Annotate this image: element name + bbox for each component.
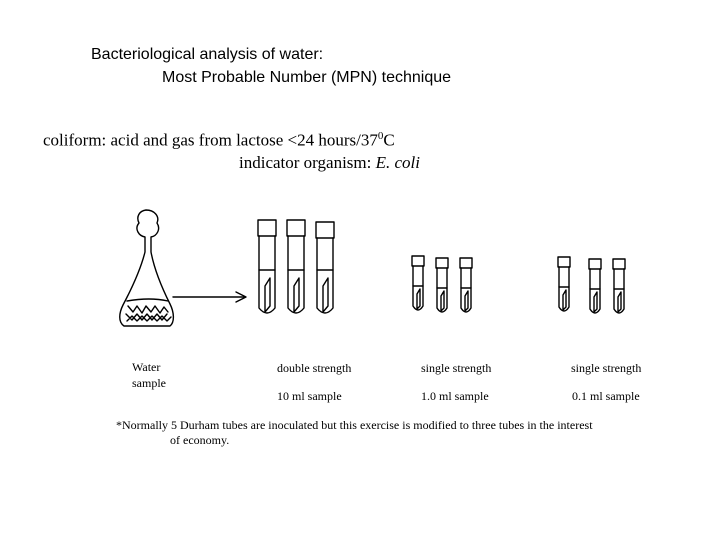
test-tube-icon (557, 256, 571, 312)
water-flask-icon (119, 209, 175, 327)
test-tube-icon (612, 258, 626, 314)
flask-label-line-2: sample (132, 376, 166, 390)
tube-group-single-strength-0-1ml (557, 256, 626, 314)
indicator-text: indicator organism: (239, 153, 376, 172)
footnote-line-2: of economy. (170, 433, 230, 447)
test-tube-icon (459, 257, 473, 313)
test-tube-icon (411, 255, 425, 311)
group-1-volume-label: 10 ml sample (277, 389, 342, 403)
test-tube-icon (435, 257, 449, 313)
celsius-unit: C (383, 130, 395, 150)
test-tube-icon (286, 219, 306, 314)
group-1-strength-label: double strength (277, 361, 352, 375)
footnote-line-1: *Normally 5 Durham tubes are inoculated … (116, 418, 593, 432)
group-3-volume-label: 0.1 ml sample (572, 389, 640, 403)
coliform-definition: coliform: acid and gas from lactose <24 … (43, 130, 395, 151)
coliform-text: coliform: acid and gas from lactose <24 … (43, 130, 378, 150)
footnote: *Normally 5 Durham tubes are inoculated … (116, 418, 676, 448)
organism-name: E. coli (375, 153, 420, 172)
tube-group-double-strength (257, 219, 335, 314)
degree-superscript: 0 (377, 130, 384, 142)
group-2-volume-label: 1.0 ml sample (421, 389, 489, 403)
title-line-2: Most Probable Number (MPN) technique (162, 69, 452, 86)
group-3-strength-label: single strength (571, 361, 642, 375)
test-tube-icon (588, 258, 602, 314)
indicator-organism: indicator organism: E. coli (239, 153, 420, 173)
arrow-icon (172, 291, 247, 303)
test-tube-icon (315, 221, 335, 314)
title-line-1: Bacteriological analysis of water: (91, 46, 324, 63)
tube-group-single-strength-1ml (411, 255, 473, 313)
flask-label-line-1: Water (132, 360, 161, 374)
test-tube-icon (257, 219, 277, 314)
group-2-strength-label: single strength (421, 361, 492, 375)
